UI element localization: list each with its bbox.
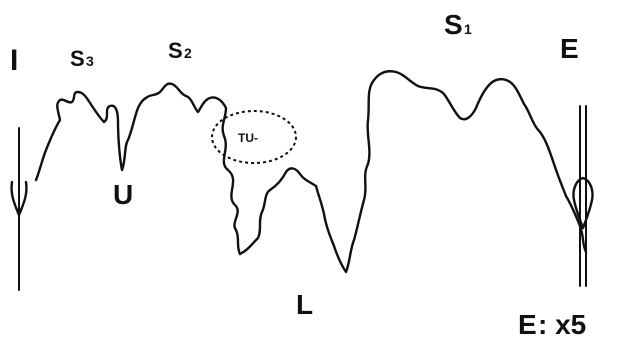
label-E: E xyxy=(560,33,579,64)
scale-prefix: E xyxy=(518,309,537,340)
external-line xyxy=(572,105,594,287)
label-S1: S xyxy=(444,9,463,40)
tu-dotted-ellipse xyxy=(211,110,297,164)
label-S2: S xyxy=(168,38,183,63)
label-TU: TU- xyxy=(238,131,258,145)
label-U: U xyxy=(113,179,133,210)
label-S1-sub: 1 xyxy=(464,21,472,37)
suture-outline-right xyxy=(366,70,588,254)
label-S3: S xyxy=(70,46,85,71)
label-S3-sub: 3 xyxy=(86,53,94,69)
label-S2-sub: 2 xyxy=(184,45,192,61)
internal-line xyxy=(10,127,28,291)
label-L: L xyxy=(296,289,313,320)
suture-outline-left xyxy=(34,82,242,256)
suture-outline-middle xyxy=(238,162,370,274)
scale-value: : x5 xyxy=(538,309,586,340)
label-I: I xyxy=(10,44,18,77)
